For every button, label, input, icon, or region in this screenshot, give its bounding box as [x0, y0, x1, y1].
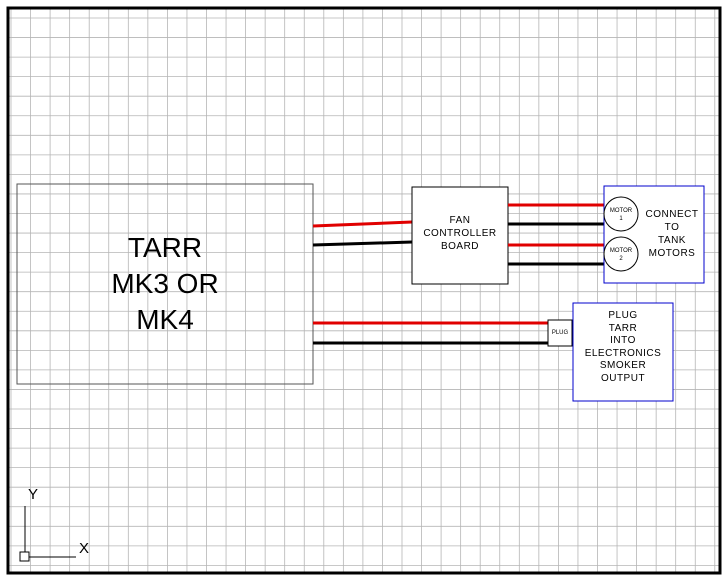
tarr-box	[16, 183, 314, 385]
controller-label: FAN CONTROLLER BOARD	[412, 214, 508, 253]
tank-motors-label-line-4: MOTORS	[648, 248, 696, 259]
tarr-label-line-1: TARR	[127, 232, 203, 263]
smoker-output-label-line-5: SMOKER	[599, 360, 647, 371]
tarr-label: TARR MK3 OR MK4	[17, 230, 313, 338]
ucs-icon	[19, 506, 76, 562]
motor-1-label: MOTOR 1	[604, 207, 638, 223]
fan-controller-board	[411, 186, 509, 285]
tank-motors-label-line-1: CONNECT	[645, 209, 699, 220]
smoker-output-label-line-3: INTO	[610, 335, 636, 346]
tarr-label-line-3: MK4	[136, 304, 194, 335]
controller-label-line-3: BOARD	[440, 241, 480, 252]
smoker-output-label-line-6: OUTPUT	[600, 372, 646, 384]
wire-black-tarr-to-controller	[312, 240, 413, 247]
tank-motors-label-line-3: TANK	[658, 235, 686, 246]
tank-motors-label: CONNECT TO TANK MOTORS	[640, 208, 704, 260]
wire-red-tarr-to-controller	[312, 220, 413, 228]
motor-1-label-line-1: MOTOR	[609, 208, 633, 214]
background-grid	[8, 8, 720, 573]
ucs-x-label: X	[78, 540, 89, 557]
controller-label-line-1: FAN	[449, 215, 471, 226]
motor-2-label: MOTOR 2	[604, 247, 638, 263]
smoker-output-label-line-4: ELECTRONICS	[584, 347, 662, 359]
smoker-output-label-line-2: TARR	[608, 322, 638, 334]
plug-label-text: PLUG	[551, 330, 569, 336]
ucs-y-label: Y	[27, 486, 38, 503]
plug-connector	[547, 319, 573, 347]
smoker-output-label: PLUG TARR INTO ELECTRONICS SMOKER OUTPUT	[573, 310, 673, 385]
tarr-label-line-2: MK3 OR	[111, 268, 219, 299]
controller-label-line-2: CONTROLLER	[423, 228, 497, 239]
motor-2-label-line-1: MOTOR	[609, 248, 633, 254]
motor-1-icon	[603, 196, 639, 232]
smoker-output-label-line-1: PLUG	[608, 310, 638, 321]
smoker-output-box	[572, 302, 674, 402]
motor-2-icon	[603, 236, 639, 272]
motor-2-label-line-2: 2	[619, 256, 623, 262]
plug-label: PLUG	[548, 329, 572, 337]
drawing-border	[6, 6, 722, 575]
motor-1-label-line-2: 1	[619, 216, 623, 222]
tank-motors-label-line-2: TO	[664, 222, 680, 233]
